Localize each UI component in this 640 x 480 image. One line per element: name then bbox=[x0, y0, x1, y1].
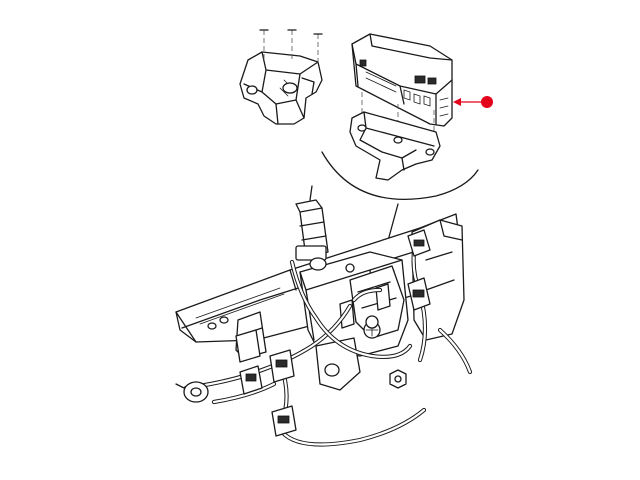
bracket-fastener-guides bbox=[259, 29, 323, 66]
connector-center-a bbox=[269, 349, 295, 383]
connectors bbox=[175, 229, 431, 437]
callout-marker bbox=[481, 96, 493, 108]
steering-column bbox=[295, 185, 329, 271]
detail-arc bbox=[321, 151, 479, 200]
connector-round-left bbox=[175, 381, 209, 403]
connector-upper-right bbox=[407, 229, 431, 257]
connector-bolt-center bbox=[365, 315, 379, 329]
connector-right bbox=[407, 277, 431, 311]
mounting-bracket bbox=[239, 51, 323, 125]
connector-center-b bbox=[271, 405, 297, 437]
callout bbox=[453, 96, 493, 108]
ground-nut bbox=[389, 369, 407, 389]
connector-left-lower bbox=[235, 329, 261, 363]
connector-left-a bbox=[239, 365, 263, 395]
fuse-relay-box bbox=[351, 33, 453, 127]
box-support-bracket bbox=[349, 92, 441, 181]
detail-inset bbox=[239, 29, 493, 181]
